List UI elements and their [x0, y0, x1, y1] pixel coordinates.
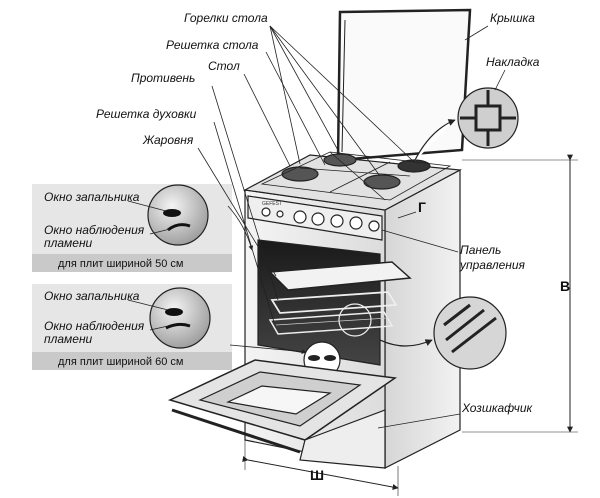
knob-3[interactable]: [330, 214, 344, 228]
label-control-panel-2: управления: [459, 258, 526, 272]
inset-60-ignition-label: Окно запальника: [44, 289, 140, 303]
width-dimension: Ш: [242, 440, 399, 496]
light-button[interactable]: [276, 210, 284, 218]
inset-60-magnifier: [149, 287, 211, 349]
label-roasting-pan: Жаровня: [142, 133, 194, 147]
knob-5[interactable]: [368, 220, 380, 232]
inset-60-ignition-leader: [127, 299, 169, 311]
label-baking-tray: Противень: [131, 71, 195, 85]
oven-burner-slot-1: [308, 355, 320, 361]
leader-g-mark: [397, 211, 417, 219]
leader-table: [243, 73, 291, 167]
label-burners: Горелки стола: [184, 11, 268, 25]
leader-burners-1: [269, 25, 301, 165]
lid: [336, 8, 472, 162]
leader-roasting-pan: [197, 147, 277, 277]
leader-burners-2: [269, 25, 341, 155]
table-grate: [260, 151, 452, 201]
leader-control-panel: [381, 229, 459, 253]
label-table-grate: Решетка стола: [166, 38, 259, 52]
lid-edge: [341, 19, 346, 153]
label-storage: Хозшкафчик: [461, 401, 534, 415]
rack-arrow: [379, 339, 433, 347]
rack-magnifier: [433, 296, 507, 370]
inset-60-arrow: [229, 344, 307, 354]
knob-4[interactable]: [349, 216, 363, 230]
leader-overlay: [494, 69, 506, 91]
inset-60-caption: для плит шириной 60 см: [58, 356, 183, 368]
inset-50-ignition-label: Окно запальника: [44, 190, 140, 204]
labels: Горелки стола Крышка Решетка стола Накла…: [96, 11, 540, 429]
height-dimension: В: [462, 154, 578, 433]
leader-lid: [464, 25, 489, 41]
inset-60-flame-slot: [165, 322, 191, 330]
oven-rack-bar: [275, 317, 389, 326]
knob-1[interactable]: [293, 210, 307, 224]
inset-50-flame-label-1: Окно наблюдения: [44, 223, 145, 237]
inset-50-arrow: [227, 205, 254, 251]
inset-60-flame-label-2: пламени: [44, 332, 93, 346]
stove: GEFEST: [167, 8, 472, 469]
inset-50-flame-label-2: пламени: [44, 236, 93, 250]
oven-burner-slot-2: [324, 355, 336, 361]
overlay-magnifier: [457, 87, 519, 149]
label-oven-rack: Решетка духовки: [96, 107, 197, 121]
inset-60-flame-leader: [149, 325, 169, 331]
label-overlay: Накладка: [486, 55, 540, 69]
width-line: [242, 456, 399, 490]
inset-50cm: Окно запальника Окно наблюдения пламени …: [32, 184, 232, 272]
knob-2[interactable]: [311, 212, 325, 226]
inset-50-caption: для плит шириной 50 см: [58, 258, 183, 270]
control-knobs: [261, 207, 380, 232]
inset-60cm: Окно запальника Окно наблюдения пламени …: [32, 284, 232, 370]
baking-tray: [270, 291, 398, 314]
overlay-arrow: [413, 119, 456, 163]
leader-oven-rack: [213, 121, 275, 323]
rack-bars-icon: [443, 303, 497, 354]
oven-rack: [268, 311, 394, 335]
brand-logo: GEFEST: [262, 201, 282, 207]
label-table: Стол: [208, 59, 240, 73]
inset-60-flame-label-1: Окно наблюдения: [44, 319, 145, 333]
burner-back-left: [323, 153, 357, 167]
width-label: Ш: [310, 467, 324, 483]
height-label: В: [560, 278, 570, 294]
label-g-mark: Г: [418, 199, 426, 215]
rack-detail-circle: [338, 303, 372, 337]
ignition-button[interactable]: [261, 207, 271, 217]
inset-50-flame-leader: [149, 228, 171, 235]
leader-storage: [377, 413, 461, 429]
leader-table-grate: [265, 51, 326, 166]
inset-50-ignition-leader: [127, 200, 167, 212]
oven-door-glass: [226, 385, 332, 415]
leader-burners-3: [269, 25, 381, 177]
label-control-panel-1: Панель: [460, 243, 501, 257]
inset-60-ignition-slot: [165, 308, 183, 316]
label-lid: Крышка: [490, 11, 535, 25]
inset-60-caption-bar: [32, 352, 232, 370]
rack-callout: [379, 296, 507, 370]
leader-baking-tray: [211, 85, 279, 301]
oven-door-handle[interactable]: [171, 408, 301, 454]
inset-50-ignition-slot: [163, 209, 181, 217]
inset-50-caption-bar: [32, 254, 232, 272]
roasting-pan: [268, 261, 412, 291]
leader-burners-4: [269, 25, 413, 161]
overlay-callout: [413, 87, 519, 163]
